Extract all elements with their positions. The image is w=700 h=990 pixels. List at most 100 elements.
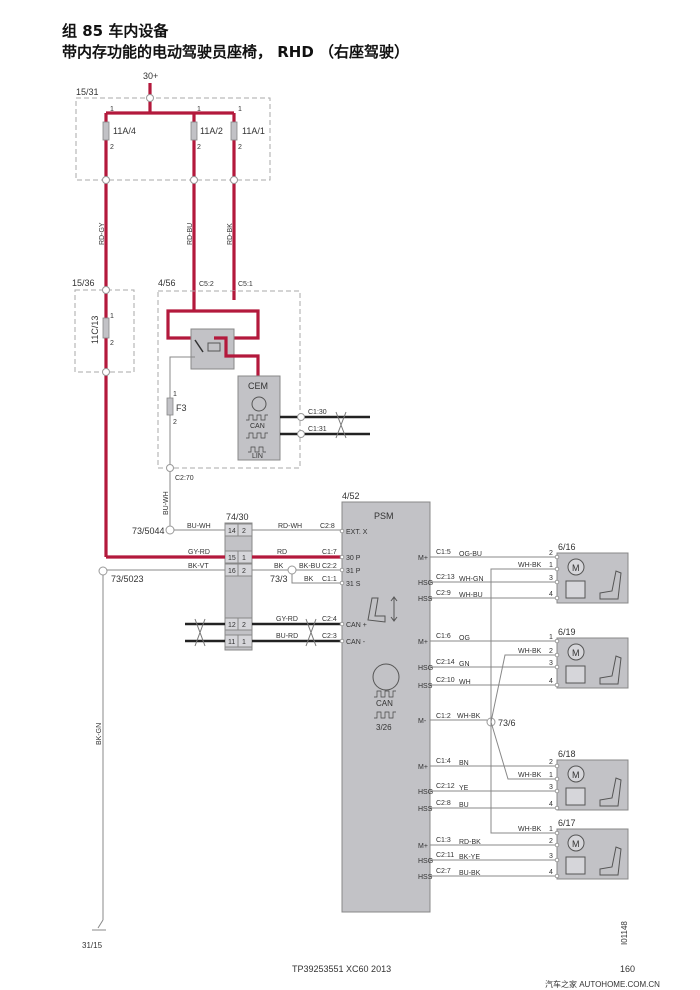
ground-point-73-5023 — [98, 566, 108, 576]
psm-pin-label: CAN + — [346, 622, 367, 629]
cem-label: CEM — [248, 381, 268, 391]
wire-label: GN — [459, 661, 470, 668]
pin-label: C1:6 — [436, 633, 451, 640]
pin-terminal — [339, 554, 345, 560]
wire-label: WH-BK — [518, 772, 542, 779]
motor-glyph: M — [572, 648, 580, 658]
pin-label: C2:10 — [436, 677, 455, 684]
pin-label: C1:2 — [436, 713, 451, 720]
pin-label: C1:30 — [308, 409, 327, 416]
pin-terminal — [339, 567, 345, 573]
psm-pin-label: 31 S — [346, 581, 361, 588]
wire-label: BK — [304, 576, 314, 583]
motor-pin: 1 — [549, 562, 553, 569]
transistor-icon — [251, 396, 267, 412]
fuse-f3 — [166, 397, 174, 416]
connector-pin: 2 — [242, 568, 246, 575]
relay-coil-icon — [207, 342, 221, 352]
seat-icon — [599, 655, 622, 685]
document-number: TP39253551 XC60 2013 — [292, 964, 391, 974]
page-number: 160 — [620, 964, 635, 974]
pin-label: C2:13 — [436, 574, 455, 581]
motor-pin: 4 — [549, 678, 553, 685]
ground-point-73-5044 — [165, 525, 175, 535]
motor-icon — [567, 643, 585, 661]
pin-label: 2 — [173, 419, 177, 426]
pin-label: C5:2 — [199, 281, 214, 288]
wire-label: WH-BK — [518, 648, 542, 655]
seat-icon — [367, 596, 398, 623]
pin-terminal — [554, 652, 560, 658]
wire-label: GY-RD — [188, 549, 210, 556]
pin-label: 1 — [173, 391, 177, 398]
hall-sensor-icon — [565, 665, 586, 684]
wire-label: BU-BK — [459, 870, 481, 877]
can-bus-wires — [185, 622, 342, 643]
pin-terminal — [339, 528, 345, 534]
wire-label: WH-GN — [459, 576, 484, 583]
wire-label: BK-GN — [96, 723, 103, 745]
psm-pin-label: M+ — [418, 555, 428, 562]
lin-label: LIN — [252, 453, 263, 460]
ground-label: 31/15 — [82, 941, 103, 950]
pin-terminal — [554, 842, 560, 848]
figure-id: I01148 — [620, 921, 629, 945]
motor-pin: 2 — [549, 550, 553, 557]
motor-id: 6/16 — [558, 542, 576, 552]
pin-label: C1:5 — [436, 549, 451, 556]
node — [297, 413, 305, 421]
psm-pin-label: 30 P — [346, 555, 361, 562]
pin-terminal — [554, 595, 560, 601]
signal-icon — [248, 446, 266, 453]
pin-label: 1 — [197, 106, 201, 113]
f3-wire — [169, 356, 195, 468]
wire-label: BK-BU — [299, 563, 320, 570]
relay-output — [214, 336, 260, 376]
pin-terminal — [339, 580, 345, 586]
pin-label: C1:3 — [436, 837, 451, 844]
return-wire — [490, 722, 557, 834]
motor-glyph: M — [572, 839, 580, 849]
pin-terminal — [554, 579, 560, 585]
wire-label: YE — [459, 785, 469, 792]
node — [166, 464, 174, 472]
motor-glyph: M — [572, 563, 580, 573]
ground-symbol-icon — [92, 919, 106, 931]
motor-pin: 3 — [549, 575, 553, 582]
return-wire — [490, 568, 557, 722]
pin-label: C1:7 — [322, 549, 337, 556]
wire-label-rd-bk: RD-BK — [227, 223, 234, 245]
wire-label-rd-bu: RD-BU — [187, 223, 194, 245]
psm-sub-id: 3/26 — [376, 723, 392, 732]
motor-pin: 1 — [549, 826, 553, 833]
motor-pin: 4 — [549, 801, 553, 808]
pin-terminal — [554, 830, 560, 836]
pin-terminal — [554, 873, 560, 879]
connector-pin: 14 — [228, 528, 236, 535]
fuse-11c13 — [102, 317, 110, 339]
pin-label: 2 — [197, 144, 201, 151]
cem-unit-id: 4/56 — [158, 278, 176, 288]
pin-label: C5:1 — [238, 281, 253, 288]
supply-node — [146, 94, 154, 102]
ground-label: 73/3 — [270, 574, 288, 584]
pin-label: 2 — [110, 340, 114, 347]
motor-pin: 4 — [549, 591, 553, 598]
pin-label: C2:3 — [322, 633, 337, 640]
wire-label: BU-WH — [187, 523, 211, 530]
connector-pin: 12 — [228, 622, 236, 629]
wire-label: BK-YE — [459, 854, 480, 861]
node — [102, 368, 110, 376]
pin-label: 1 — [238, 106, 242, 113]
wire-label: BU-RD — [276, 633, 298, 640]
psm-pin-label: HSG — [418, 789, 433, 796]
can-label: CAN — [250, 423, 265, 430]
motor-pin: 4 — [549, 869, 553, 876]
pin-terminal — [554, 664, 560, 670]
connector-74-30 — [224, 522, 253, 651]
wire-label: GY-RD — [276, 616, 298, 623]
motor-icon — [567, 558, 585, 576]
